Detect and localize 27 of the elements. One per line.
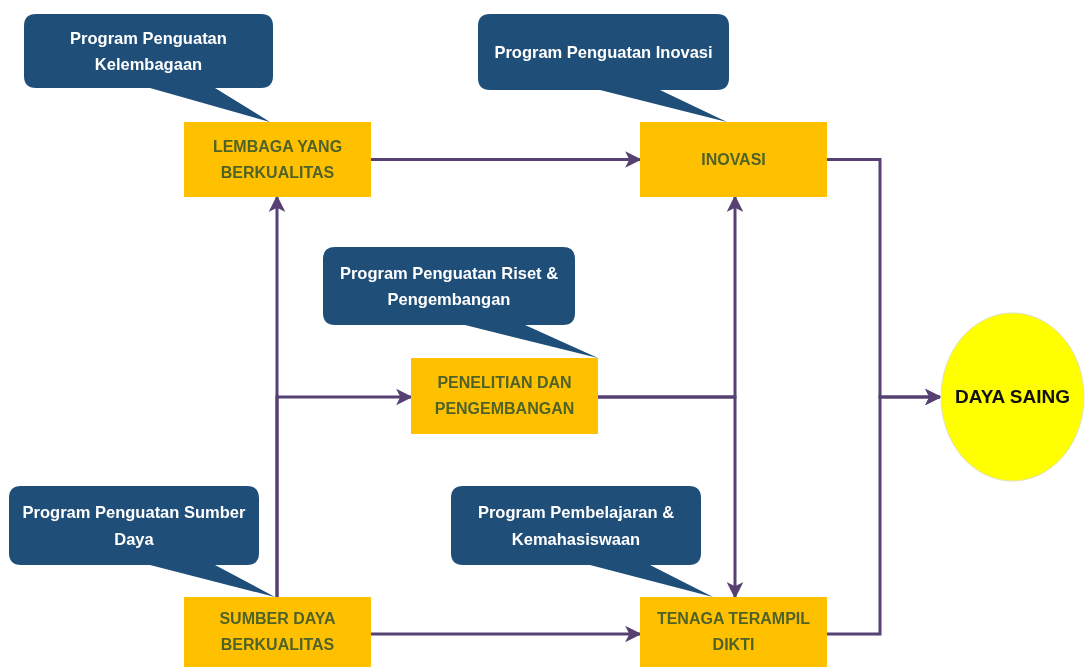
callout-text: Program Pembelajaran & Kemahasiswaan xyxy=(476,502,676,550)
process-box xyxy=(640,122,827,197)
callout-text: Program Penguatan Sumber Daya xyxy=(21,502,247,550)
callout-text: Program Penguatan Kelembagaan xyxy=(69,27,228,75)
process-box xyxy=(411,358,598,434)
box-label: DAYA SAING xyxy=(953,384,1072,409)
process-box xyxy=(184,122,371,197)
speech-bubble xyxy=(9,486,275,597)
box-label: PENELITIAN DAN PENGEMBANGAN xyxy=(433,373,576,419)
arrow xyxy=(371,625,642,643)
process-box xyxy=(640,597,827,667)
speech-bubble xyxy=(451,486,713,597)
process-box xyxy=(184,597,371,667)
box-label: LEMBAGA YANG BERKUALITAS xyxy=(211,136,344,183)
speech-bubble xyxy=(478,14,729,122)
box-label: SUMBER DAYA BERKUALITAS xyxy=(218,609,337,655)
outcome-ellipse xyxy=(940,312,1085,482)
arrow xyxy=(827,388,942,636)
callout-text: Program Penguatan Riset & Pengembangan xyxy=(338,262,560,310)
speech-bubble xyxy=(323,247,598,358)
speech-bubble xyxy=(24,14,273,122)
box-label: INOVASI xyxy=(700,149,767,170)
arrow xyxy=(598,395,744,599)
arrow xyxy=(371,151,642,168)
callout-text: Program Penguatan Inovasi xyxy=(493,41,714,63)
box-label: TENAGA TERAMPIL DIKTI xyxy=(655,609,812,655)
arrow xyxy=(275,388,413,597)
